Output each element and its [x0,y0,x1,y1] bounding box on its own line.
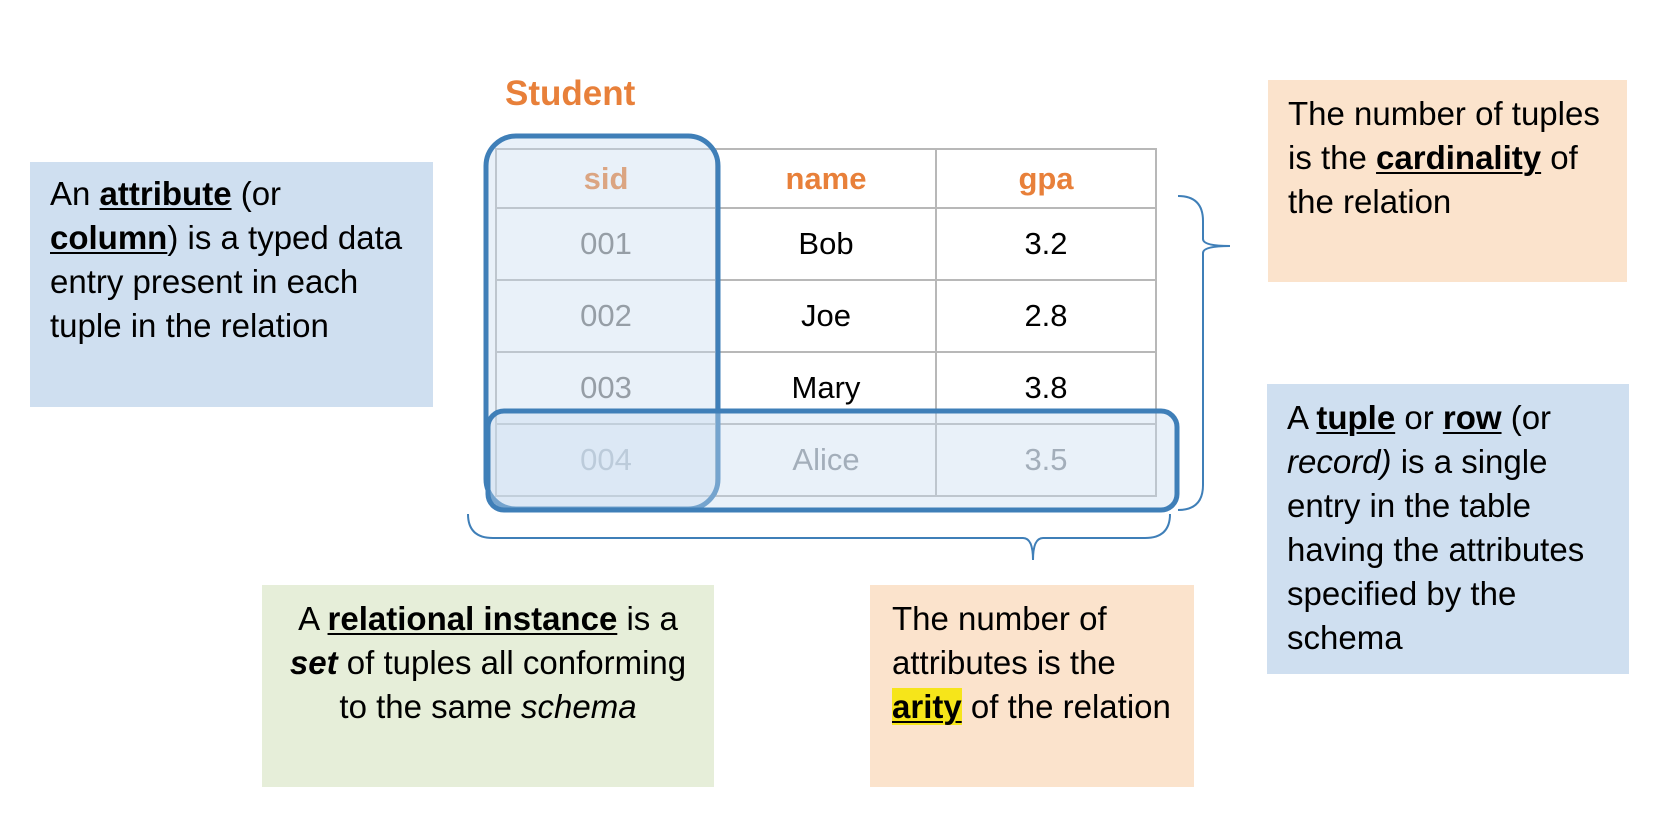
cardinality-term: cardinality [1376,139,1542,176]
row-highlight [485,408,1180,513]
table-title: Student [505,74,636,113]
attribute-callout: An attribute (or column) is a typed data… [30,162,433,407]
callout-text: of the relation [1288,139,1578,220]
table-row: 004 Alice 3.5 [495,423,1157,497]
callout-text: is a [617,600,678,637]
table-row: 002 Joe 2.8 [495,279,1157,353]
callout-text: or [1395,399,1443,436]
tuple-term: tuple [1316,399,1396,436]
cell-sid: 002 [495,279,717,353]
table-row: 001 Bob 3.2 [495,207,1157,281]
callout-text: of the relation [961,688,1171,725]
callout-text: An [50,175,100,212]
row-term: row [1442,399,1502,436]
tuple-callout: A tuple or row (or record) is a single e… [1267,384,1629,674]
schema-term: schema [521,688,637,725]
relational-instance-term: relational instance [327,600,618,637]
cell-name: Joe [715,279,937,353]
cell-gpa: 3.5 [935,423,1157,497]
table-header-row: sid name gpa [495,148,1157,209]
cell-name: Bob [715,207,937,281]
arity-brace [467,513,1171,561]
callout-text: A [1287,399,1317,436]
callout-text: ) is a typed data entry present in each … [50,219,403,344]
column-term: column [50,219,168,256]
callout-text: (or [1501,399,1552,436]
callout-text: (or [231,175,282,212]
header-name: name [715,148,937,209]
callout-text: is a single entry in the table having th… [1287,443,1585,656]
callout-text: of tuples all conforming to the same [337,644,687,725]
header-gpa: gpa [935,148,1157,209]
instance-callout: A relational instance is a set of tuples… [262,585,714,787]
set-term: set [289,644,338,681]
attribute-term: attribute [99,175,232,212]
callout-text: The number of tuples is the [1288,95,1600,176]
cardinality-brace [1177,195,1231,511]
arity-callout: The number of attributes is the arity of… [870,585,1194,787]
cell-sid: 001 [495,207,717,281]
cell-gpa: 2.8 [935,279,1157,353]
arity-term: arity [892,688,962,725]
cell-gpa: 3.2 [935,207,1157,281]
student-table: sid name gpa 001 Bob 3.2 002 Joe 2.8 003… [495,148,1157,497]
record-term: record) [1287,443,1392,480]
callout-text: The number of attributes is the [892,600,1116,681]
callout-text: A [298,600,328,637]
cardinality-callout: The number of tuples is the cardinality … [1268,80,1627,282]
cell-sid: 004 [495,423,717,497]
header-sid: sid [495,148,717,209]
